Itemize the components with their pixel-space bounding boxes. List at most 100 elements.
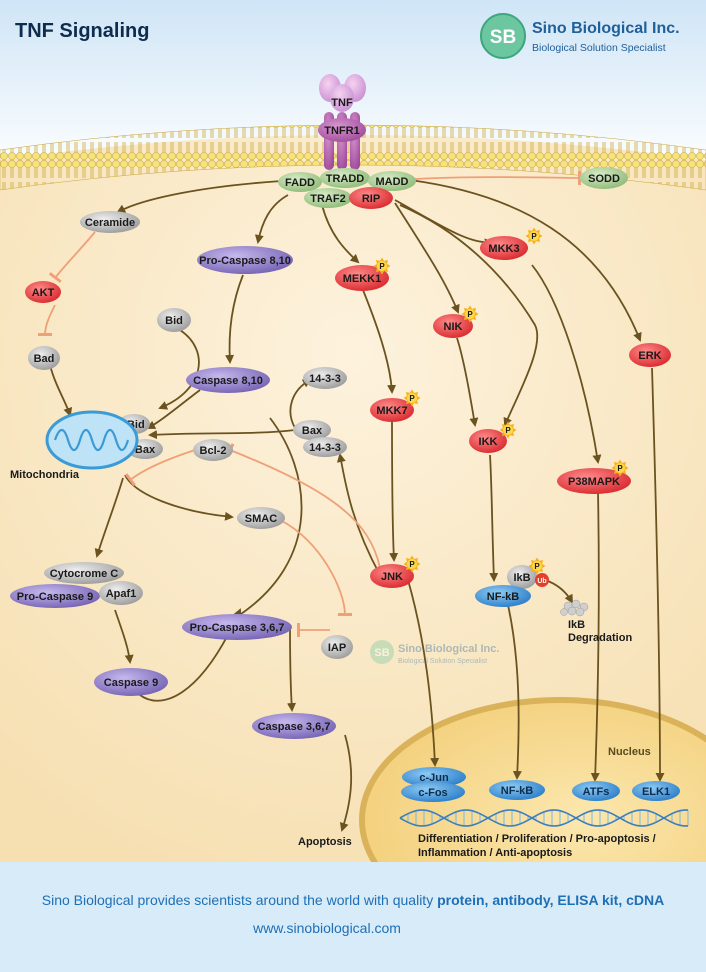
phosphate-label: P <box>467 310 473 319</box>
p1433-complex-label: 14-3-3 <box>309 442 341 454</box>
bax-complex-node: Bax <box>293 420 331 440</box>
phosphate-badge-icon: P <box>525 227 543 245</box>
iap-node: IAP <box>321 635 353 659</box>
cfos-label: c-Fos <box>418 787 447 799</box>
svg-text:Sino Biological Inc.: Sino Biological Inc. <box>398 643 499 655</box>
phosphate-badge-icon: P <box>611 459 629 477</box>
svg-text:Ub: Ub <box>537 578 546 585</box>
inhibition-lines <box>37 170 582 637</box>
p1433-top-label: 14-3-3 <box>309 373 341 385</box>
tnf-ligand: TNF <box>319 74 366 112</box>
svg-text:SB: SB <box>374 647 389 659</box>
footer-statement: Sino Biological provides scientists arou… <box>42 892 664 908</box>
rip-node: RIP <box>349 187 393 209</box>
atfs-node: ATFs <box>572 781 620 801</box>
footer-url-link[interactable]: www.sinobiological.com <box>252 920 401 936</box>
cjun-label: c-Jun <box>419 772 449 784</box>
pro-caspase-8-10-node: Pro-Caspase 8,10 <box>197 246 293 274</box>
apoptosis-label: Apoptosis <box>298 836 352 848</box>
bid-label: Bid <box>165 315 183 327</box>
caspase-9-label: Caspase 9 <box>104 677 158 689</box>
bax-mito-label: Bax <box>135 444 156 456</box>
mekk1-label: MEKK1 <box>343 273 382 285</box>
erk-node: ERK <box>629 343 671 367</box>
sodd-label: SODD <box>588 173 620 185</box>
phosphate-badge-icon: P <box>373 257 391 275</box>
bcl2-label: Bcl-2 <box>200 445 227 457</box>
p1433-complex-node: 14-3-3 <box>303 437 347 457</box>
elk1-node: ELK1 <box>632 781 680 801</box>
mkk7-label: MKK7 <box>376 405 407 417</box>
jnk-node: JNK <box>370 564 414 588</box>
sodd-node: SODD <box>580 167 628 189</box>
nfkb-cyto-label: NF-kB <box>487 591 519 603</box>
phosphate-badge-icon: P <box>403 389 421 407</box>
dna-helix-icon <box>399 809 689 827</box>
tradd-node: TRADD <box>320 168 370 188</box>
pro-caspase-8-10-label: Pro-Caspase 8,10 <box>199 255 291 267</box>
phosphate-label: P <box>534 562 540 571</box>
smac-node: SMAC <box>237 507 285 529</box>
tnfr1-receptor: TNFR1 <box>318 112 366 170</box>
jnk-label: JNK <box>381 571 403 583</box>
footer-band <box>0 862 706 972</box>
fadd-node: FADD <box>278 172 322 192</box>
company-logo: SB <box>480 13 526 59</box>
rip-label: RIP <box>362 193 380 205</box>
mkk3-node: MKK3 <box>480 236 528 260</box>
tradd-label: TRADD <box>326 173 365 185</box>
pro-caspase-3-6-7-label: Pro-Caspase 3,6,7 <box>190 622 285 634</box>
phosphate-label: P <box>531 232 537 241</box>
ikb-label: IkB <box>513 572 530 584</box>
ikk-node: IKK <box>469 429 507 453</box>
mkk3-label: MKK3 <box>488 243 519 255</box>
ikb-degradation-label-1: IkB <box>568 619 585 631</box>
ikb-node: IkB <box>507 565 537 589</box>
bcl2-node: Bcl-2 <box>193 439 233 461</box>
outcome-label-1: Differentiation / Proliferation / Pro-ap… <box>418 833 656 845</box>
apaf1-node: Apaf1 <box>99 581 143 605</box>
nfkb-nuc-label: NF-kB <box>501 785 533 797</box>
phosphate-label: P <box>617 464 623 473</box>
ceramide-node: Ceramide <box>80 211 140 233</box>
phosphate-label: P <box>409 394 415 403</box>
p38mapk-node: P38MAPK <box>557 468 631 494</box>
logo-text: SB <box>490 27 516 48</box>
bad-label: Bad <box>34 353 55 365</box>
nik-label: NIK <box>444 321 463 333</box>
traf2-node: TRAF2 <box>304 188 352 208</box>
tnfr1-label: TNFR1 <box>324 125 359 137</box>
bad-node: Bad <box>28 346 60 370</box>
phosphate-badge-icon: P <box>499 421 517 439</box>
cfos-node: c-Fos <box>401 782 465 802</box>
tnf-label: TNF <box>331 97 353 109</box>
ubiquitin-badge: Ub <box>535 573 549 587</box>
mitochondria-icon <box>45 410 139 470</box>
akt-node: AKT <box>25 281 61 303</box>
activation-arrows <box>49 179 665 832</box>
nfkb-cyto-node: NF-kB <box>475 585 531 607</box>
pro-caspase-9-node: Pro-Caspase 9 <box>10 584 100 608</box>
ikk-label: IKK <box>479 436 498 448</box>
cytochrome-c-node: Cytocrome C <box>44 562 124 584</box>
page-title: TNF Signaling <box>15 20 149 42</box>
ceramide-label: Ceramide <box>85 217 135 229</box>
nfkb-nuc-node: NF-kB <box>489 780 545 800</box>
madd-label: MADD <box>376 176 409 188</box>
mkk7-node: MKK7 <box>370 398 414 422</box>
nucleus-label: Nucleus <box>608 746 651 758</box>
fadd-label: FADD <box>285 177 315 189</box>
caspase-9-node: Caspase 9 <box>94 668 168 696</box>
akt-label: AKT <box>32 287 55 299</box>
phosphate-badge-icon: P <box>461 305 479 323</box>
mitochondria-label: Mitochondria <box>10 469 80 481</box>
company-name: Sino Biological Inc. <box>532 20 680 37</box>
p1433-top-node: 14-3-3 <box>303 367 347 389</box>
bax-complex-label: Bax <box>302 425 323 437</box>
cytochrome-c-label: Cytocrome C <box>50 568 119 580</box>
smac-label: SMAC <box>245 513 277 525</box>
atfs-label: ATFs <box>583 786 610 798</box>
caspase-8-10-label: Caspase 8,10 <box>193 375 263 387</box>
